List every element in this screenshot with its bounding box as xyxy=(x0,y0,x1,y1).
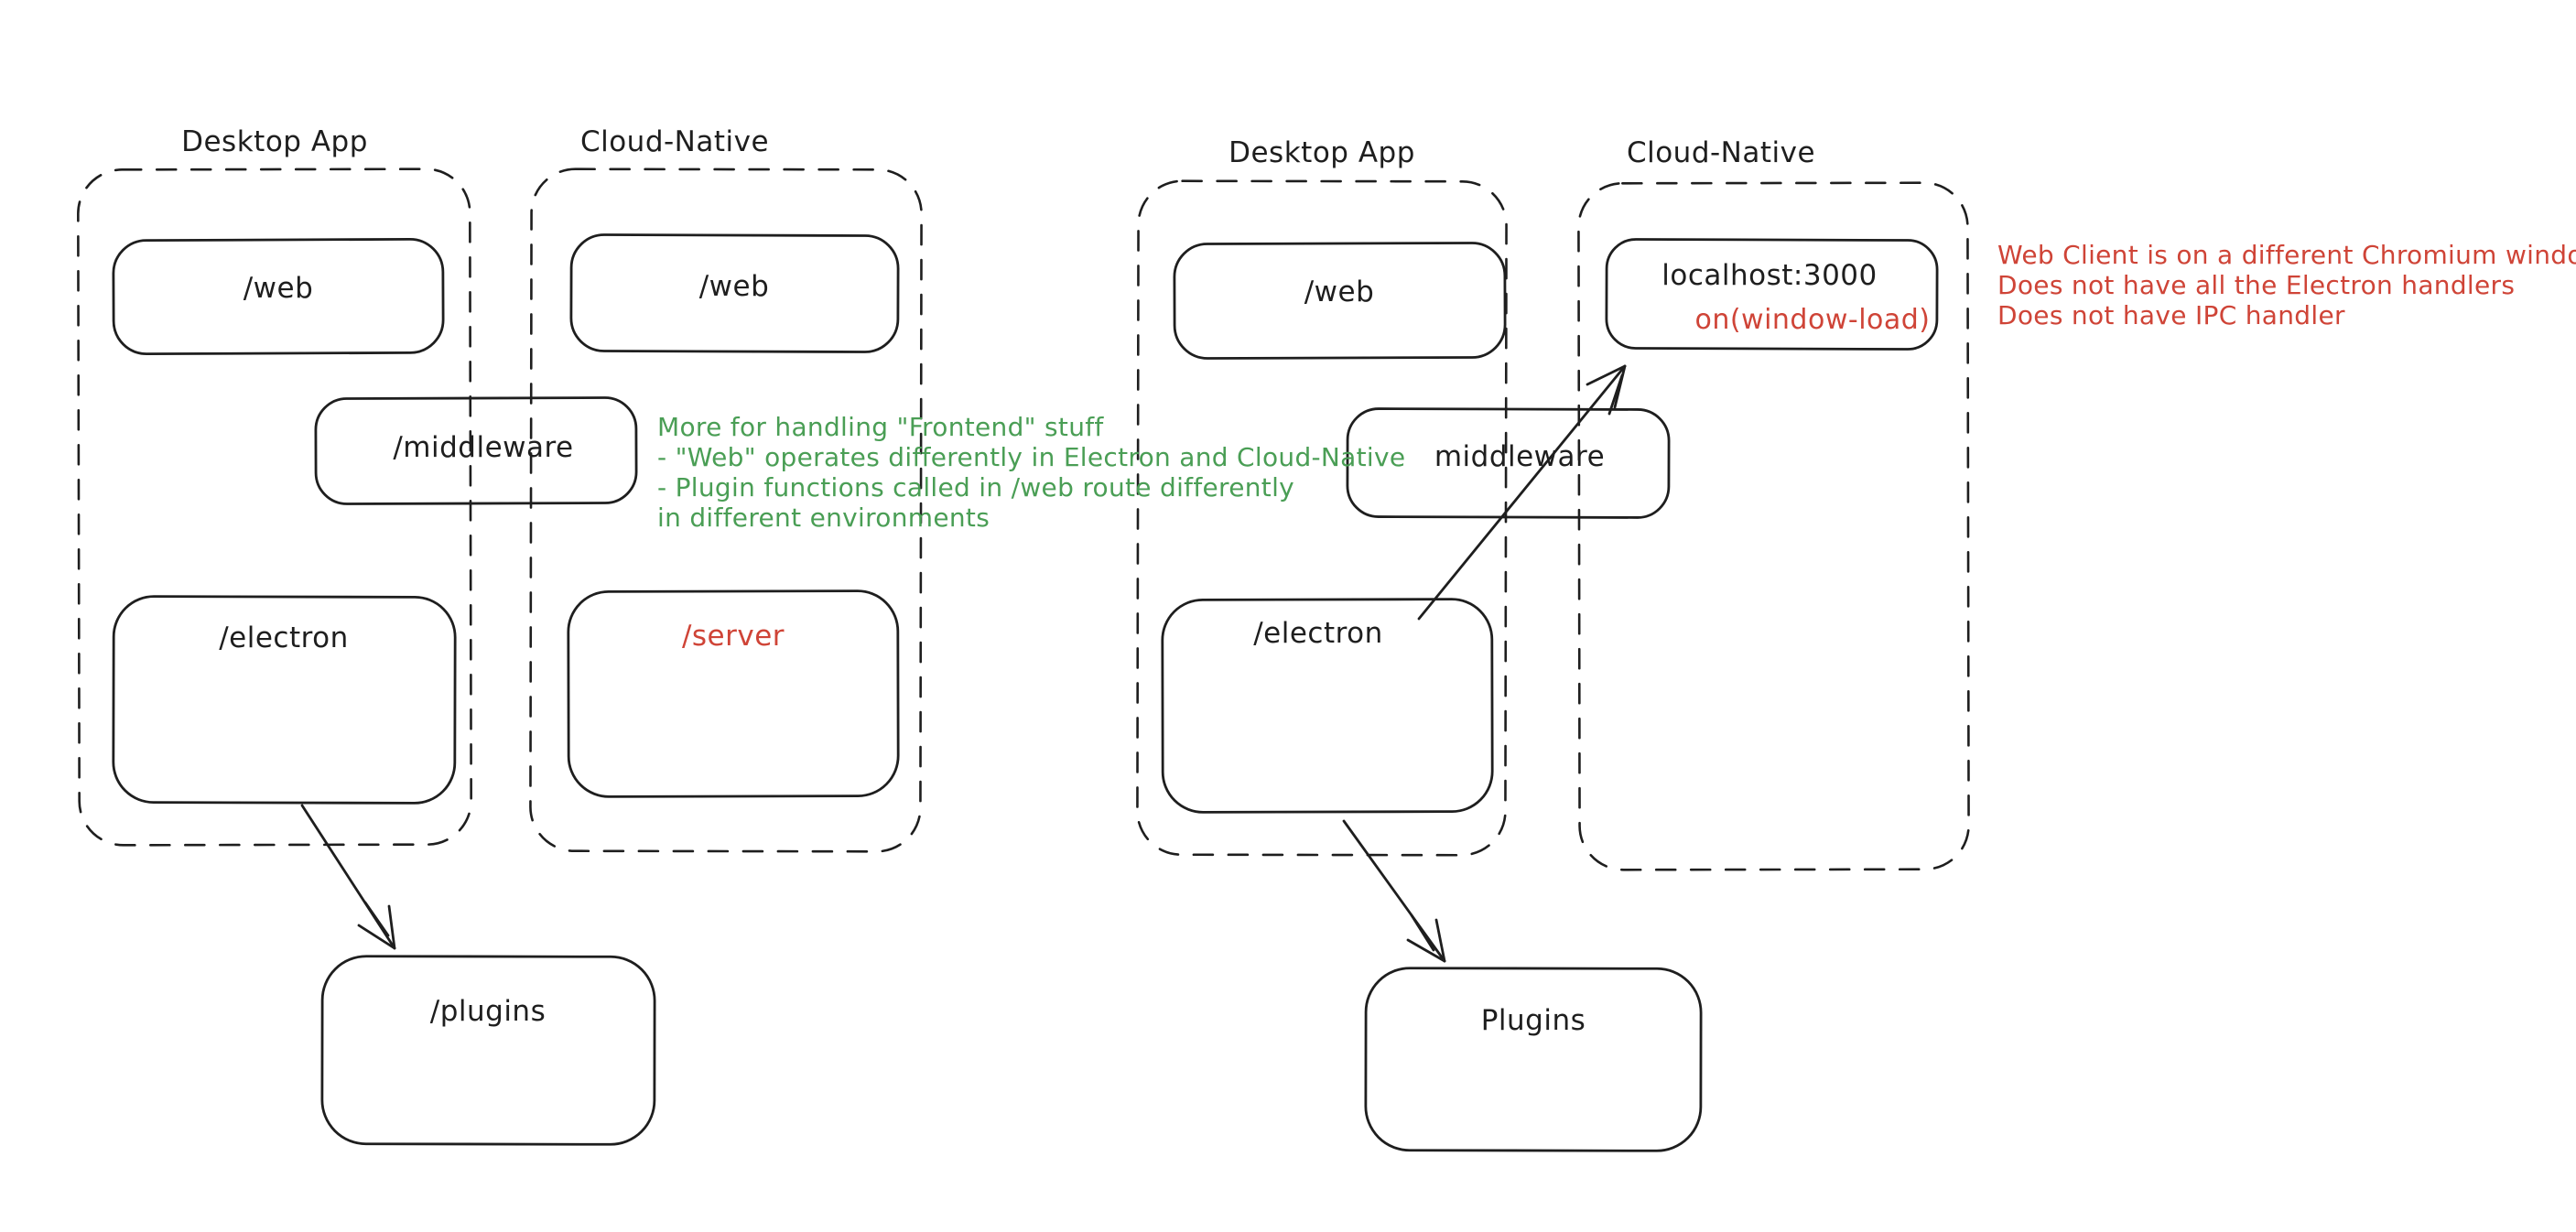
text-server: /server xyxy=(681,620,785,653)
text-electron-left: /electron xyxy=(219,621,349,654)
green-annotation-line: - "Web" operates differently in Electron… xyxy=(657,442,1406,472)
red-annotation-line: Web Client is on a different Chromium wi… xyxy=(1997,240,2576,270)
arrow-electron-to-plugins-left xyxy=(300,804,396,950)
box-middleware-right xyxy=(1346,407,1671,519)
text-electron-right: /electron xyxy=(1253,617,1383,650)
container-cloud-native-right xyxy=(1577,181,1970,871)
box-localhost-3000 xyxy=(1605,238,1939,351)
box-middleware-left xyxy=(314,396,638,505)
box-web-cloud-left xyxy=(569,233,900,353)
arrow-electron-to-localhost xyxy=(1417,364,1627,621)
label-desktop-app-right: Desktop App xyxy=(1228,136,1415,169)
box-plugins-right xyxy=(1364,967,1703,1152)
green-annotation-line: - Plugin functions called in /web route … xyxy=(657,472,1295,503)
red-annotation-line: Does not have all the Electron handlers xyxy=(1997,270,2516,300)
box-web-desktop-right xyxy=(1173,242,1507,360)
green-annotation: More for handling "Frontend" stuff - "We… xyxy=(657,412,1405,533)
text-plugins-left: /plugins xyxy=(429,995,547,1028)
green-annotation-line: More for handling "Frontend" stuff xyxy=(657,412,1104,442)
container-cloud-native-left xyxy=(529,168,923,853)
box-electron-right xyxy=(1161,598,1494,814)
label-desktop-app-left: Desktop App xyxy=(181,125,368,158)
red-annotation-line: Does not have IPC handler xyxy=(1997,300,2345,330)
box-web-desktop-left xyxy=(112,237,445,356)
green-annotation-line: in different environments xyxy=(657,503,990,533)
container-desktop-app-left xyxy=(77,168,472,847)
text-localhost-3000: localhost:3000 xyxy=(1661,259,1878,292)
label-cloud-native-left: Cloud-Native xyxy=(579,125,770,158)
text-on-window-load: on(window-load) xyxy=(1694,304,1931,336)
box-electron-left xyxy=(112,595,457,805)
label-cloud-native-right: Cloud-Native xyxy=(1626,136,1816,169)
text-web-desktop-right: /web xyxy=(1304,276,1375,308)
text-middleware-right: middleware xyxy=(1434,440,1606,473)
text-web-cloud-left: /web xyxy=(698,270,770,303)
text-web-desktop-left: /web xyxy=(243,272,314,305)
text-plugins-right: Plugins xyxy=(1480,1004,1586,1037)
box-plugins-left xyxy=(320,955,656,1146)
arrow-electron-to-plugins-right xyxy=(1342,819,1446,963)
red-annotation: Web Client is on a different Chromium wi… xyxy=(1997,240,2576,330)
text-middleware-left: /middleware xyxy=(393,431,574,464)
box-server-cloud-left xyxy=(567,589,900,798)
